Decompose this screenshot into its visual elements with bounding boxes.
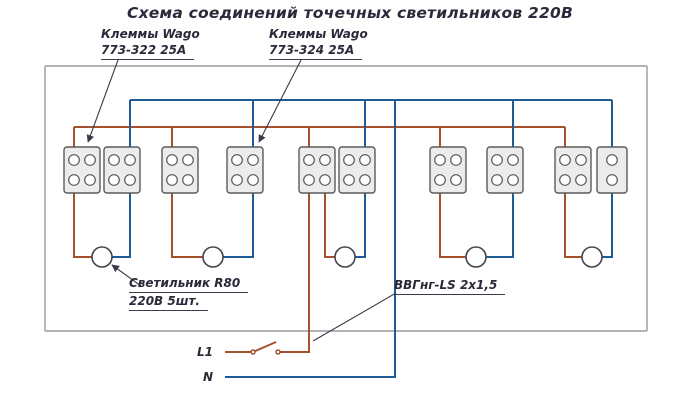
terminal-port [319, 154, 331, 166]
terminal-port [559, 174, 571, 186]
wago-terminal-block [554, 146, 592, 194]
phase-wire [324, 193, 335, 258]
wago-terminal-block [486, 146, 524, 194]
terminal-port [319, 174, 331, 186]
terminal-port [124, 174, 136, 186]
terminal-port [343, 174, 355, 186]
terminal-port [450, 154, 462, 166]
leader-wago-322 [86, 59, 119, 143]
phase-wire [564, 193, 582, 258]
terminal-port [68, 154, 80, 166]
terminal-port [507, 174, 519, 186]
label-wago-324: Клеммы Wago 773-324 25А [269, 26, 368, 61]
lamp-icon [581, 246, 603, 268]
terminal-port [247, 154, 259, 166]
label-neutral-n: N [203, 370, 214, 384]
terminal-blocks [63, 146, 628, 194]
phase-wire [278, 193, 310, 353]
wago-terminal-block [161, 146, 199, 194]
switch-contact [275, 349, 281, 355]
terminal-port [182, 174, 194, 186]
lamp-icon [465, 246, 487, 268]
label-lamp-line2: 220В 5шт. [129, 293, 208, 312]
terminal-port [359, 174, 371, 186]
terminal-port [434, 174, 446, 186]
terminal-port [124, 154, 136, 166]
label-wago-324-line1: Клеммы Wago [269, 27, 368, 41]
neutral-wire [355, 193, 366, 258]
neutral-wire [602, 193, 613, 258]
leader-wago-324 [258, 59, 302, 143]
wiring [73, 99, 613, 378]
enclosure-outline [44, 65, 648, 332]
switch-icon [252, 341, 277, 353]
terminal-port [108, 154, 120, 166]
leader-cable [312, 292, 397, 342]
phase-wire [73, 193, 92, 258]
label-cable: ВВГнг-LS 2х1,5 [394, 277, 506, 296]
wago-terminal-block [338, 146, 376, 194]
label-cable-text: ВВГнг-LS 2х1,5 [394, 277, 506, 296]
wago-terminal-block [226, 146, 264, 194]
phase-wire [439, 193, 466, 258]
terminal-port [166, 174, 178, 186]
terminal-port [303, 174, 315, 186]
wago-terminal-block [103, 146, 141, 194]
terminal-port [450, 174, 462, 186]
terminal-port [84, 154, 96, 166]
lamp-icon [334, 246, 356, 268]
wago-terminal-block [596, 146, 628, 194]
terminal-port [166, 154, 178, 166]
terminal-port [303, 154, 315, 166]
wago-terminal-block [298, 146, 336, 194]
terminal-port [491, 174, 503, 186]
label-lamp: Светильник R80 220В 5шт. [129, 275, 249, 312]
terminal-port [231, 154, 243, 166]
neutral-wire [223, 193, 254, 258]
label-wago-324-line2: 773-324 25А [269, 42, 363, 61]
terminal-port [507, 154, 519, 166]
terminal-port [606, 154, 618, 166]
switch-contact [250, 349, 256, 355]
phase-wire [171, 193, 203, 258]
terminal-port [182, 154, 194, 166]
wago-terminal-block [429, 146, 467, 194]
terminal-port [84, 174, 96, 186]
neutral-wire [112, 193, 131, 258]
label-lamp-line1: Светильник R80 [129, 275, 249, 294]
leader-lines [86, 59, 397, 342]
leader-lamp [111, 264, 142, 287]
terminal-port [559, 154, 571, 166]
terminal-port [575, 154, 587, 166]
neutral-wire [486, 193, 514, 258]
terminal-port [68, 174, 80, 186]
lamps [91, 246, 603, 268]
lamp-icon [91, 246, 113, 268]
label-wago-322-line2: 773-322 25А [101, 42, 195, 61]
neutral-wire [225, 100, 396, 378]
label-wago-322-line1: Клеммы Wago [101, 27, 200, 41]
terminal-port [343, 154, 355, 166]
terminal-port [108, 174, 120, 186]
terminal-port [606, 174, 618, 186]
wago-terminal-block [63, 146, 101, 194]
terminal-port [575, 174, 587, 186]
terminal-port [231, 174, 243, 186]
page-title: Схема соединений точечных светильников 2… [127, 4, 573, 22]
label-phase-l1: L1 [197, 345, 213, 359]
terminal-port [247, 174, 259, 186]
terminal-port [434, 154, 446, 166]
lamp-icon [202, 246, 224, 268]
label-wago-322: Клеммы Wago 773-322 25А [101, 26, 200, 61]
terminal-port [491, 154, 503, 166]
terminal-port [359, 154, 371, 166]
